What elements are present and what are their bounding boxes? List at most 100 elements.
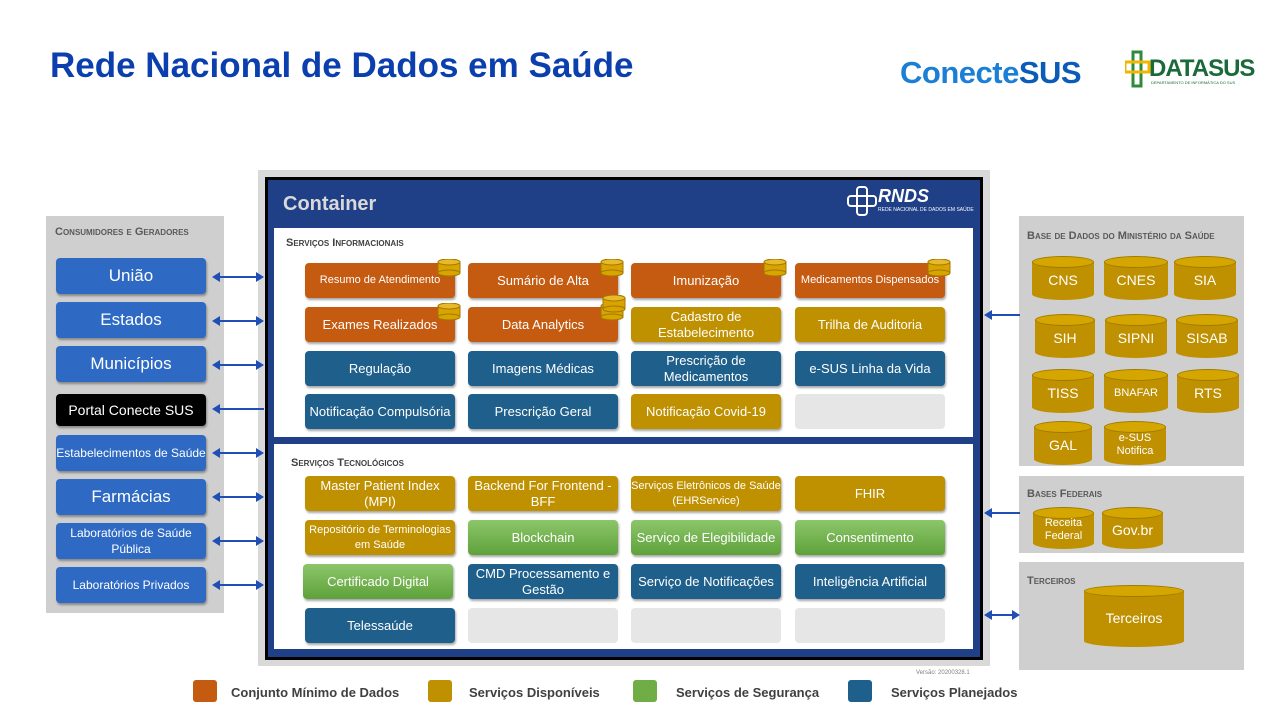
- database-label: Terceiros: [1105, 609, 1163, 626]
- technological-service[interactable]: Telessaúde: [305, 608, 455, 643]
- database-icon: [763, 259, 787, 277]
- rnds-logo-text: RNDS: [878, 186, 930, 206]
- conectesus-logo: ConecteSUS: [900, 55, 1082, 91]
- legend-swatch: [633, 680, 657, 702]
- informational-services-title: Serviços Informacionais: [286, 237, 404, 249]
- consumer-item[interactable]: Laboratórios Privados: [56, 567, 206, 603]
- version-label: Versão: 20200328.1: [916, 670, 970, 676]
- informational-service[interactable]: Prescrição de Medicamentos: [631, 351, 781, 386]
- technological-service[interactable]: Blockchain: [468, 520, 618, 555]
- legend-label: Serviços Disponíveis: [469, 685, 600, 700]
- informational-service[interactable]: Imunização: [631, 263, 781, 298]
- database-cylinder: SIPNI: [1105, 314, 1167, 358]
- consumer-item[interactable]: União: [56, 258, 206, 294]
- consumer-item[interactable]: Farmácias: [56, 479, 206, 515]
- informational-service[interactable]: Exames Realizados: [305, 307, 455, 342]
- rnds-cross-icon: [847, 186, 877, 216]
- technological-services-title: Serviços Tecnológicos: [291, 457, 404, 469]
- cylinder-base: [1034, 453, 1092, 465]
- cylinder-top: [1177, 369, 1239, 381]
- informational-service[interactable]: Sumário de Alta: [468, 263, 618, 298]
- rnds-logo: RNDS REDE NACIONAL DE DADOS EM SAÚDE: [847, 186, 974, 216]
- cylinder-top: [1035, 314, 1095, 326]
- database-cylinder: BNAFAR: [1104, 369, 1168, 413]
- technological-service[interactable]: Repositório de Terminologias em Saúde: [305, 520, 455, 555]
- database-label: SIH: [1053, 329, 1077, 346]
- database-cylinder: Gov.br: [1102, 507, 1163, 549]
- database-cylinder: Terceiros: [1084, 585, 1184, 647]
- technological-service[interactable]: Serviço de Notificações: [631, 564, 781, 599]
- legend-swatch: [193, 680, 217, 702]
- informational-service[interactable]: Notificação Covid-19: [631, 394, 781, 429]
- informational-service[interactable]: Notificação Compulsória: [305, 394, 455, 429]
- datasus-cross-icon: [1123, 50, 1151, 88]
- cylinder-top: [1104, 369, 1168, 381]
- informational-service[interactable]: Prescrição Geral: [468, 394, 618, 429]
- database-label: CNS: [1048, 271, 1078, 288]
- informational-service[interactable]: Cadastro de Estabelecimento: [631, 307, 781, 342]
- database-label: BNAFAR: [1113, 386, 1158, 399]
- cylinder-base: [1035, 346, 1095, 358]
- consumer-item[interactable]: Estados: [56, 302, 206, 338]
- database-label: RTS: [1194, 384, 1222, 401]
- database-cylinder: SISAB: [1176, 314, 1238, 358]
- technological-service[interactable]: Inteligência Artificial: [795, 564, 945, 599]
- database-label: SISAB: [1186, 329, 1228, 346]
- technological-service[interactable]: Certificado Digital: [303, 564, 453, 599]
- cylinder-base: [1104, 401, 1168, 413]
- informational-service[interactable]: Medicamentos Dispensados: [795, 263, 945, 298]
- federal-databases-title: Bases Federais: [1027, 488, 1103, 500]
- consumer-item[interactable]: Estabelecimentos de Saúde: [56, 435, 206, 471]
- database-cylinder: GAL: [1034, 421, 1092, 465]
- technological-service[interactable]: Backend For Frontend - BFF: [468, 476, 618, 511]
- technological-service[interactable]: FHIR: [795, 476, 945, 511]
- legend-swatch: [848, 680, 872, 702]
- legend-label: Serviços Planejados: [891, 685, 1018, 700]
- legend-label: Conjunto Mínimo de Dados: [231, 685, 400, 700]
- cylinder-base: [1104, 453, 1166, 465]
- cylinder-top: [1102, 507, 1163, 519]
- legend-label: Serviços de Segurança: [676, 685, 820, 700]
- technological-service[interactable]: Serviço de Elegibilidade: [631, 520, 781, 555]
- informational-service[interactable]: e-SUS Linha da Vida: [795, 351, 945, 386]
- cylinder-top: [1032, 369, 1094, 381]
- consumer-item[interactable]: Municípios: [56, 346, 206, 382]
- cylinder-top: [1176, 314, 1238, 326]
- technological-service[interactable]: Consentimento: [795, 520, 945, 555]
- informational-service[interactable]: Data Analytics: [468, 307, 618, 342]
- database-icon: [437, 259, 461, 277]
- database-cylinder: Receita Federal: [1033, 507, 1094, 549]
- database-cylinder: SIH: [1035, 314, 1095, 358]
- database-cylinder: e-SUS Notifica: [1104, 421, 1166, 465]
- informational-service[interactable]: Resumo de Atendimento: [305, 263, 455, 298]
- cylinder-top: [1105, 314, 1167, 326]
- cylinder-body: [1084, 591, 1184, 641]
- database-icon: [437, 303, 461, 321]
- technological-service[interactable]: CMD Processamento e Gestão: [468, 564, 618, 599]
- cylinder-base: [1105, 346, 1167, 358]
- informational-service[interactable]: Imagens Médicas: [468, 351, 618, 386]
- cylinder-base: [1084, 635, 1184, 647]
- datasus-logo-subtitle: DEPARTAMENTO DE INFORMÁTICA DO SUS: [1151, 80, 1236, 85]
- third-parties-title: Terceiros: [1027, 575, 1076, 587]
- database-label: CNES: [1116, 271, 1156, 288]
- database-label: Receita Federal: [1044, 517, 1083, 542]
- database-label: SIA: [1193, 271, 1217, 288]
- cylinder-top: [1174, 256, 1236, 268]
- informational-service[interactable]: Regulação: [305, 351, 455, 386]
- cylinder-top: [1033, 507, 1094, 519]
- cylinder-base: [1102, 537, 1163, 549]
- database-label: GAL: [1048, 436, 1077, 453]
- database-cylinder: RTS: [1177, 369, 1239, 413]
- technological-service[interactable]: Serviços Eletrônicos de Saúde (EHRServic…: [631, 476, 781, 511]
- technological-service[interactable]: Master Patient Index (MPI): [305, 476, 455, 511]
- cylinder-base: [1176, 346, 1238, 358]
- informational-service[interactable]: Trilha de Auditoria: [795, 307, 945, 342]
- consumer-item[interactable]: Laboratórios de Saúde Pública: [56, 523, 206, 559]
- cylinder-top: [1104, 256, 1168, 268]
- cylinder-top: [1032, 256, 1094, 268]
- database-label: SIPNI: [1117, 329, 1155, 346]
- cylinder-base: [1033, 537, 1094, 549]
- consumer-item[interactable]: Portal Conecte SUS: [56, 394, 206, 426]
